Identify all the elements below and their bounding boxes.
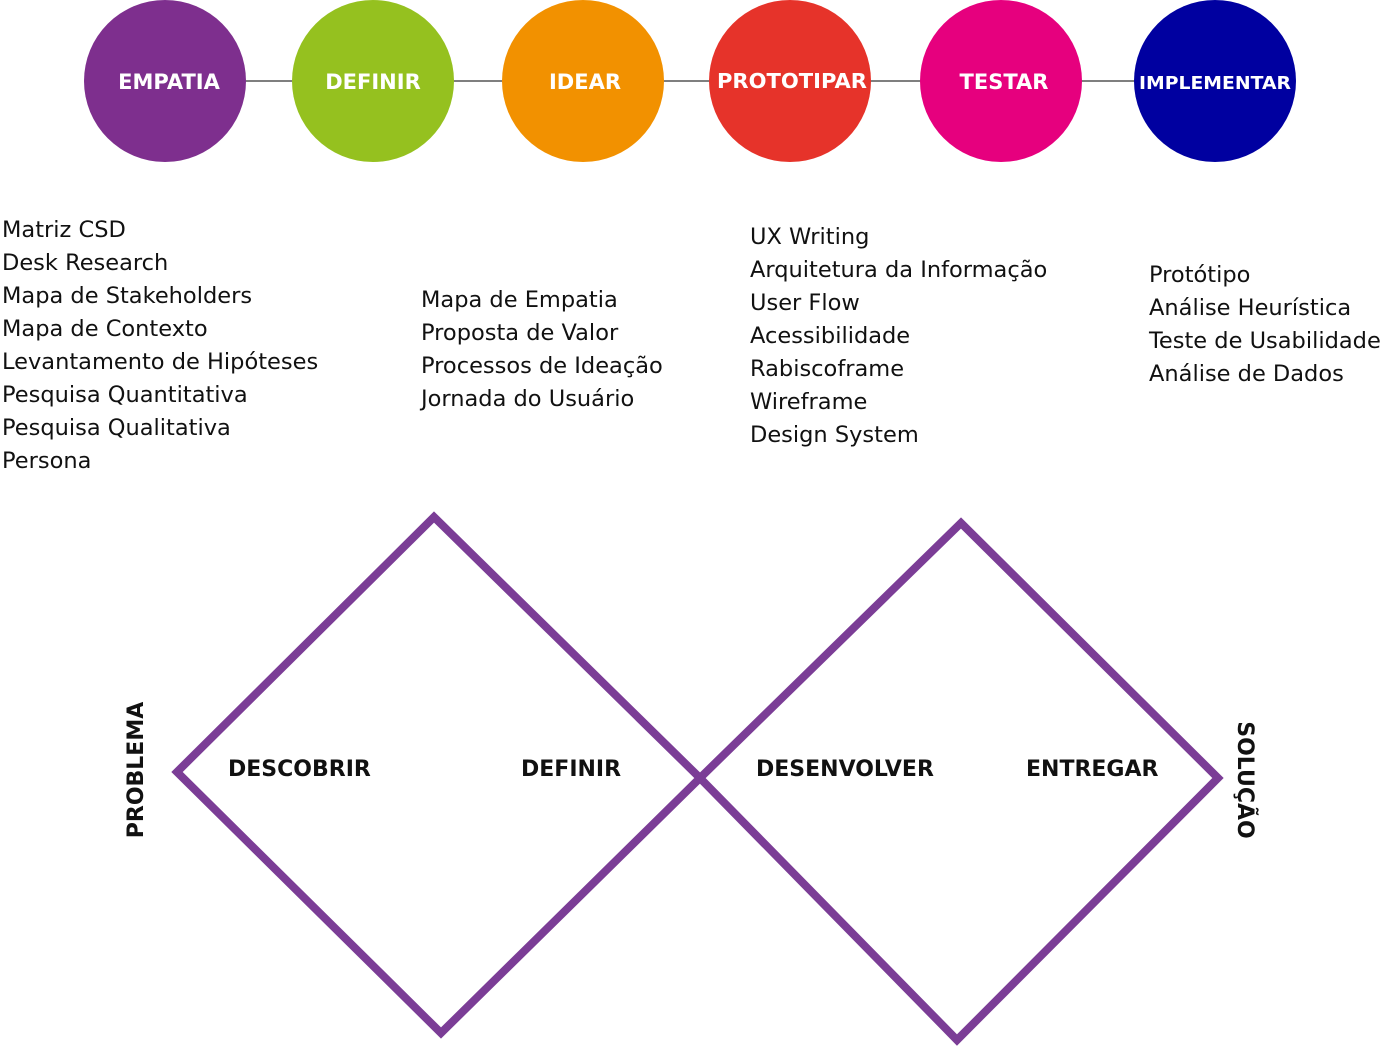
tool-item: Pesquisa Qualitativa [2,415,231,441]
tool-item: Arquitetura da Informação [750,257,1048,283]
stage-circle [1134,0,1296,162]
tool-item: Mapa de Stakeholders [2,283,253,309]
solution-label: SOLUÇÃO [1232,721,1258,839]
tool-item: Wireframe [750,389,868,415]
stage-empatia: EMPATIA [84,0,246,162]
tool-item: Design System [750,422,919,448]
tool-item: Matriz CSD [2,217,126,243]
stage-circle [502,0,664,162]
phase-definir-label: DEFINIR [521,757,621,782]
problem-label: PROBLEMA [124,702,149,839]
stage-label: IDEAR [549,70,621,94]
tool-item: UX Writing [750,224,870,250]
tool-item: Desk Research [2,250,169,276]
tool-item: Rabiscoframe [750,356,905,382]
prototipar-tools-list: UX Writing Arquitetura da Informação Use… [750,221,1047,452]
stage-circle [84,0,246,162]
stage-definir: DEFINIR [292,0,454,162]
stage-circle [920,0,1082,162]
tool-item: Mapa de Contexto [2,316,208,342]
stage-prototipar: PROTOTIPAR [709,0,871,162]
idear-tools-list: Mapa de Empatia Proposta de Valor Proces… [421,284,663,416]
phase-desenvolver-label: DESENVOLVER [756,757,934,782]
phase-entregar-label: ENTREGAR [1026,757,1159,782]
stage-label: DEFINIR [325,70,421,94]
stage-label: TESTAR [960,70,1049,94]
tool-item: Acessibilidade [750,323,911,349]
tool-item: User Flow [750,290,860,316]
stage-label: IMPLEMENTAR [1139,73,1291,94]
stage-label: EMPATIA [118,70,220,94]
diamond-right [694,517,1224,1046]
stage-circle [709,0,871,162]
tool-item: Mapa de Empatia [421,287,618,313]
tool-item: Processos de Ideação [421,353,663,379]
tool-item: Jornada do Usuário [421,386,635,412]
stage-idear: IDEAR [502,0,664,162]
tool-item: Levantamento de Hipóteses [2,349,319,375]
tool-item: Proposta de Valor [421,320,619,346]
tool-item: Pesquisa Quantitativa [2,382,248,408]
empatia-tools-list: Matriz CSD Desk Research Mapa de Stakeho… [2,214,318,478]
tool-item: Análise de Dados [1149,361,1344,387]
stage-label: PROTOTIPAR [717,69,867,93]
testar-tools-list: Protótipo Análise Heurística Teste de Us… [1149,259,1381,391]
stage-circle [292,0,454,162]
diamond-left [171,511,706,1039]
tool-item: Persona [2,448,92,474]
tool-item: Protótipo [1149,262,1251,288]
tool-item: Análise Heurística [1149,295,1352,321]
phase-descobrir-label: DESCOBRIR [228,757,371,782]
stage-testar: TESTAR [920,0,1082,162]
stage-implementar: IMPLEMENTAR [1134,0,1296,162]
tool-item: Teste de Usabilidade [1149,328,1381,354]
